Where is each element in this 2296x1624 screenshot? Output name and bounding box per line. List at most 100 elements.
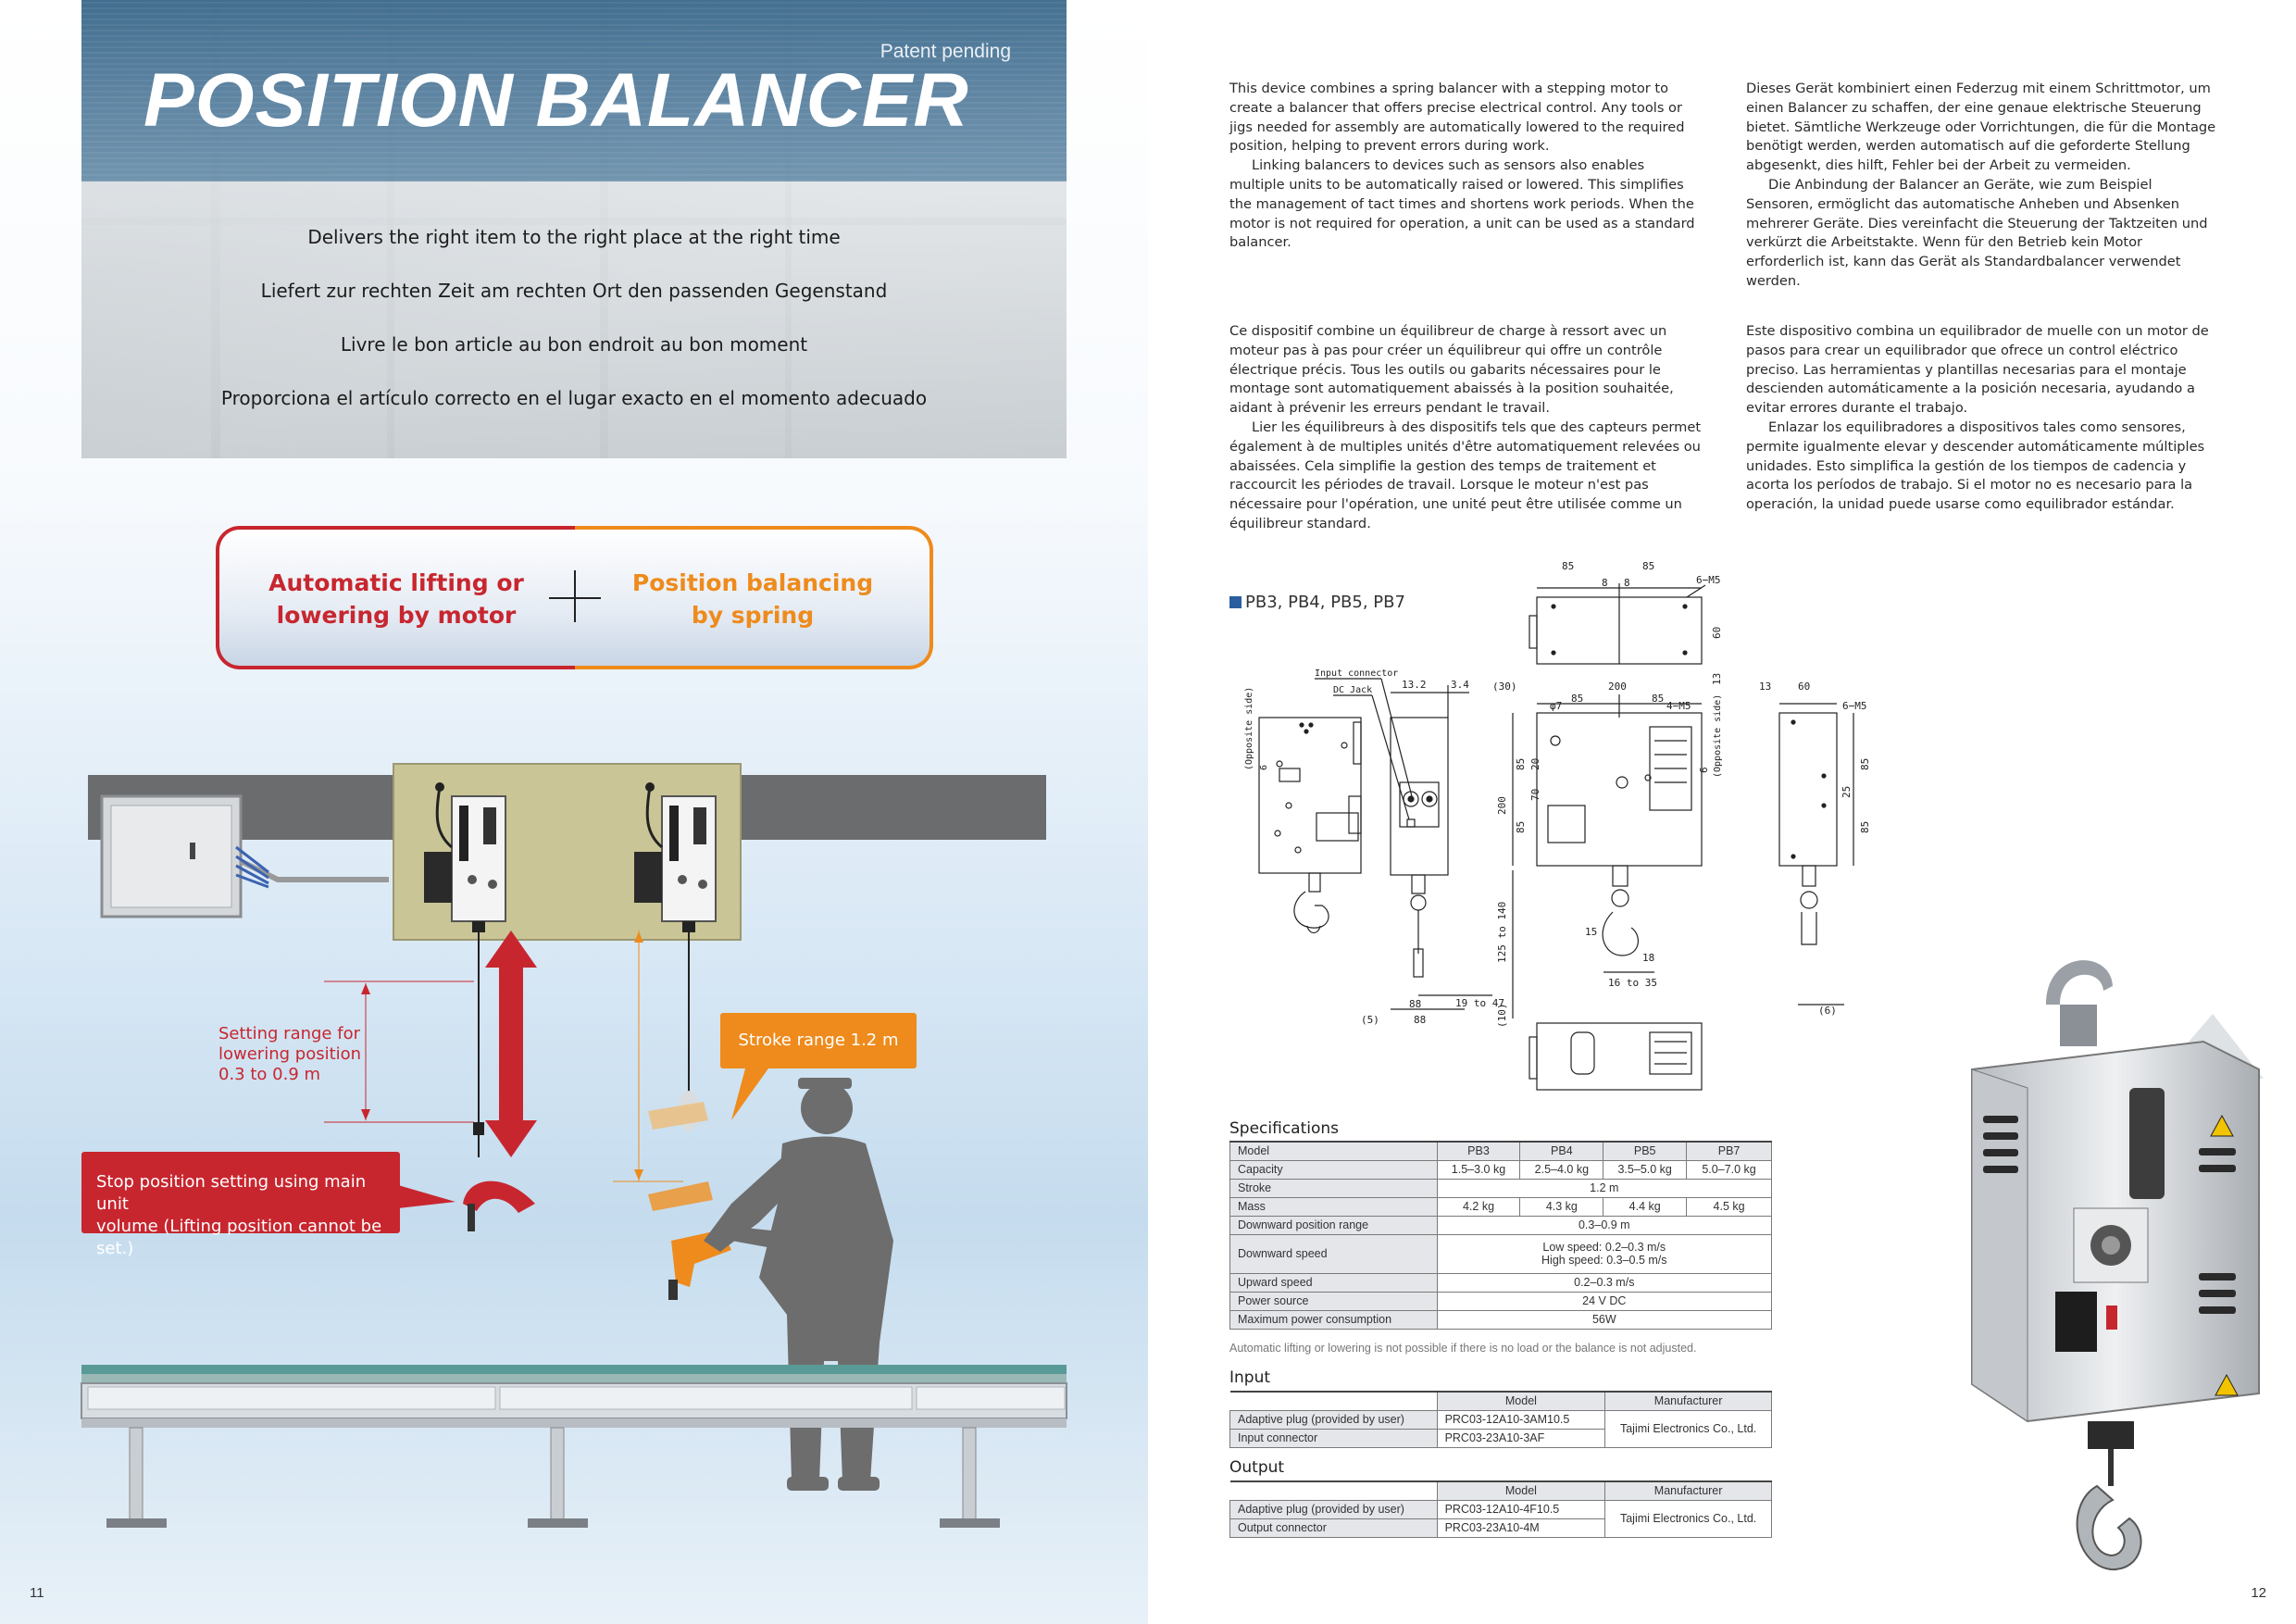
svg-text:60: 60 <box>1798 681 1810 693</box>
svg-text:3.4: 3.4 <box>1451 679 1469 691</box>
table-row: Adaptive plug (provided by user) PRC03-1… <box>1229 1499 1772 1538</box>
svg-text:85: 85 <box>1642 560 1654 572</box>
red-tool <box>463 1122 535 1231</box>
svg-text:Input connector: Input connector <box>1315 668 1398 679</box>
svg-text:85: 85 <box>1562 560 1574 572</box>
front-view-right: (30) 200 85 85 4−M5 φ7 200 85 85 20 70 1… <box>1492 681 1723 1028</box>
svg-text:DC Jack: DC Jack <box>1333 685 1372 695</box>
svg-text:85: 85 <box>1859 821 1871 833</box>
svg-text:85: 85 <box>1515 758 1527 770</box>
front-view-middle: 13.2 3.4 Input connector DC Jack 88 (5) … <box>1315 668 1504 1026</box>
output-title: Output <box>1229 1458 1285 1477</box>
svg-text:6: 6 <box>1259 765 1269 770</box>
svg-text:13: 13 <box>1711 673 1723 685</box>
svg-text:8: 8 <box>1602 577 1608 589</box>
svg-text:85: 85 <box>1652 693 1664 705</box>
tagline-de: Liefert zur rechten Zeit am rechten Ort … <box>260 280 888 302</box>
left-page: Patent pending POSITION BALANCER Deliver… <box>0 0 1148 1624</box>
svg-text:6: 6 <box>1698 767 1710 773</box>
worker-figure <box>704 1078 893 1491</box>
svg-text:200: 200 <box>1496 796 1508 815</box>
svg-text:70: 70 <box>1529 789 1541 801</box>
top-view: 85 85 8 8 6−M5 60 13 <box>1529 560 1723 685</box>
svg-text:19 to 47: 19 to 47 <box>1455 997 1504 1009</box>
models-label: PB3, PB4, PB5, PB7 <box>1229 593 1405 612</box>
svg-text:13: 13 <box>1759 681 1771 693</box>
motor-concept-box <box>216 526 575 669</box>
table-row: Adaptive plug (provided by user) PRC03-1… <box>1229 1409 1772 1448</box>
svg-text:125 to 140: 125 to 140 <box>1496 902 1508 963</box>
tagline-fr: Livre le bon article au bon endroit au b… <box>340 333 808 356</box>
side-view-left: (Opposite side) 6 <box>1244 687 1362 934</box>
lift-lower-arrow <box>485 931 537 1157</box>
page-number-left: 11 <box>30 1585 44 1601</box>
description-de: Dieses Gerät kombiniert einen Federzug m… <box>1746 81 2216 289</box>
stop-position-callout: Stop position setting using main unit vo… <box>81 1152 400 1258</box>
page-number-right: 12 <box>2251 1585 2266 1601</box>
svg-text:(Opposite side): (Opposite side) <box>1713 694 1723 778</box>
svg-text:18: 18 <box>1642 952 1654 964</box>
description-fr: Ce dispositif combine un équilibreur de … <box>1229 323 1702 531</box>
stroke-range-callout: Stroke range 1.2 m <box>720 1013 917 1068</box>
bottom-view <box>1529 1022 1703 1091</box>
svg-text:16 to 35: 16 to 35 <box>1608 977 1657 989</box>
spec-note: Automatic lifting or lowering is not pos… <box>1229 1342 1697 1355</box>
svg-text:88: 88 <box>1409 998 1421 1010</box>
specifications-table: Model PB3 PB4 PB5 PB7 Capacity 1.5–3.0 k… <box>1229 1141 1773 1330</box>
balancer-unit-1 <box>424 782 506 932</box>
input-table: Model Manufacturer Adaptive plug (provid… <box>1229 1391 1772 1448</box>
right-page: This device combines a spring balancer w… <box>1148 0 2296 1624</box>
svg-text:13.2: 13.2 <box>1402 679 1427 691</box>
svg-text:4−M5: 4−M5 <box>1666 700 1691 712</box>
svg-text:(30): (30) <box>1492 681 1517 693</box>
input-title: Input <box>1229 1368 1271 1387</box>
product-photo <box>1971 960 2264 1571</box>
svg-text:(10): (10) <box>1496 1004 1508 1029</box>
svg-text:(6): (6) <box>1818 1005 1837 1017</box>
specifications-title: Specifications <box>1229 1119 1340 1138</box>
setting-range-label: Setting range for lowering position 0.3 … <box>218 1024 362 1084</box>
table-row: Output connector PRC03-23A10-4M <box>1229 1518 1772 1538</box>
balancer-unit-2 <box>634 782 717 932</box>
description-es: Este dispositivo combina un equilibrador… <box>1746 323 2209 513</box>
svg-text:85: 85 <box>1571 693 1583 705</box>
output-table: Model Manufacturer Adaptive plug (provid… <box>1229 1480 1772 1538</box>
svg-text:20: 20 <box>1529 758 1541 770</box>
svg-text:8: 8 <box>1624 577 1630 589</box>
svg-text:85: 85 <box>1515 821 1527 833</box>
conveyor <box>81 1365 1067 1528</box>
svg-text:15: 15 <box>1585 926 1597 938</box>
side-view-far-right: 13 60 6−M5 85 85 25 (6) <box>1759 681 1871 1017</box>
description-en: This device combines a spring balancer w… <box>1229 81 1695 251</box>
svg-text:88: 88 <box>1414 1014 1426 1026</box>
table-row: Input connector PRC03-23A10-3AF <box>1229 1428 1772 1448</box>
hero-banner <box>81 0 1067 458</box>
svg-text:φ7: φ7 <box>1550 700 1562 712</box>
usage-illustration <box>81 763 1067 1528</box>
svg-text:6−M5: 6−M5 <box>1842 700 1867 712</box>
svg-text:6−M5: 6−M5 <box>1696 574 1721 586</box>
svg-text:200: 200 <box>1608 681 1627 693</box>
svg-text:25: 25 <box>1841 786 1853 798</box>
page-title: POSITION BALANCER <box>144 58 969 143</box>
spring-concept-box <box>575 526 933 669</box>
svg-text:(5): (5) <box>1361 1014 1379 1026</box>
tagline-en: Delivers the right item to the right pla… <box>307 226 841 248</box>
svg-text:85: 85 <box>1859 758 1871 770</box>
tagline-es: Proporciona el artículo correcto en el l… <box>220 387 928 409</box>
dimension-drawings: (Opposite side) 6 13.2 3.4 Input connect… <box>1244 560 1871 1091</box>
svg-text:60: 60 <box>1711 627 1723 639</box>
svg-text:(Opposite side): (Opposite side) <box>1244 687 1254 770</box>
patent-pending-label: Patent pending <box>880 41 1011 62</box>
square-bullet-icon <box>1229 596 1242 608</box>
